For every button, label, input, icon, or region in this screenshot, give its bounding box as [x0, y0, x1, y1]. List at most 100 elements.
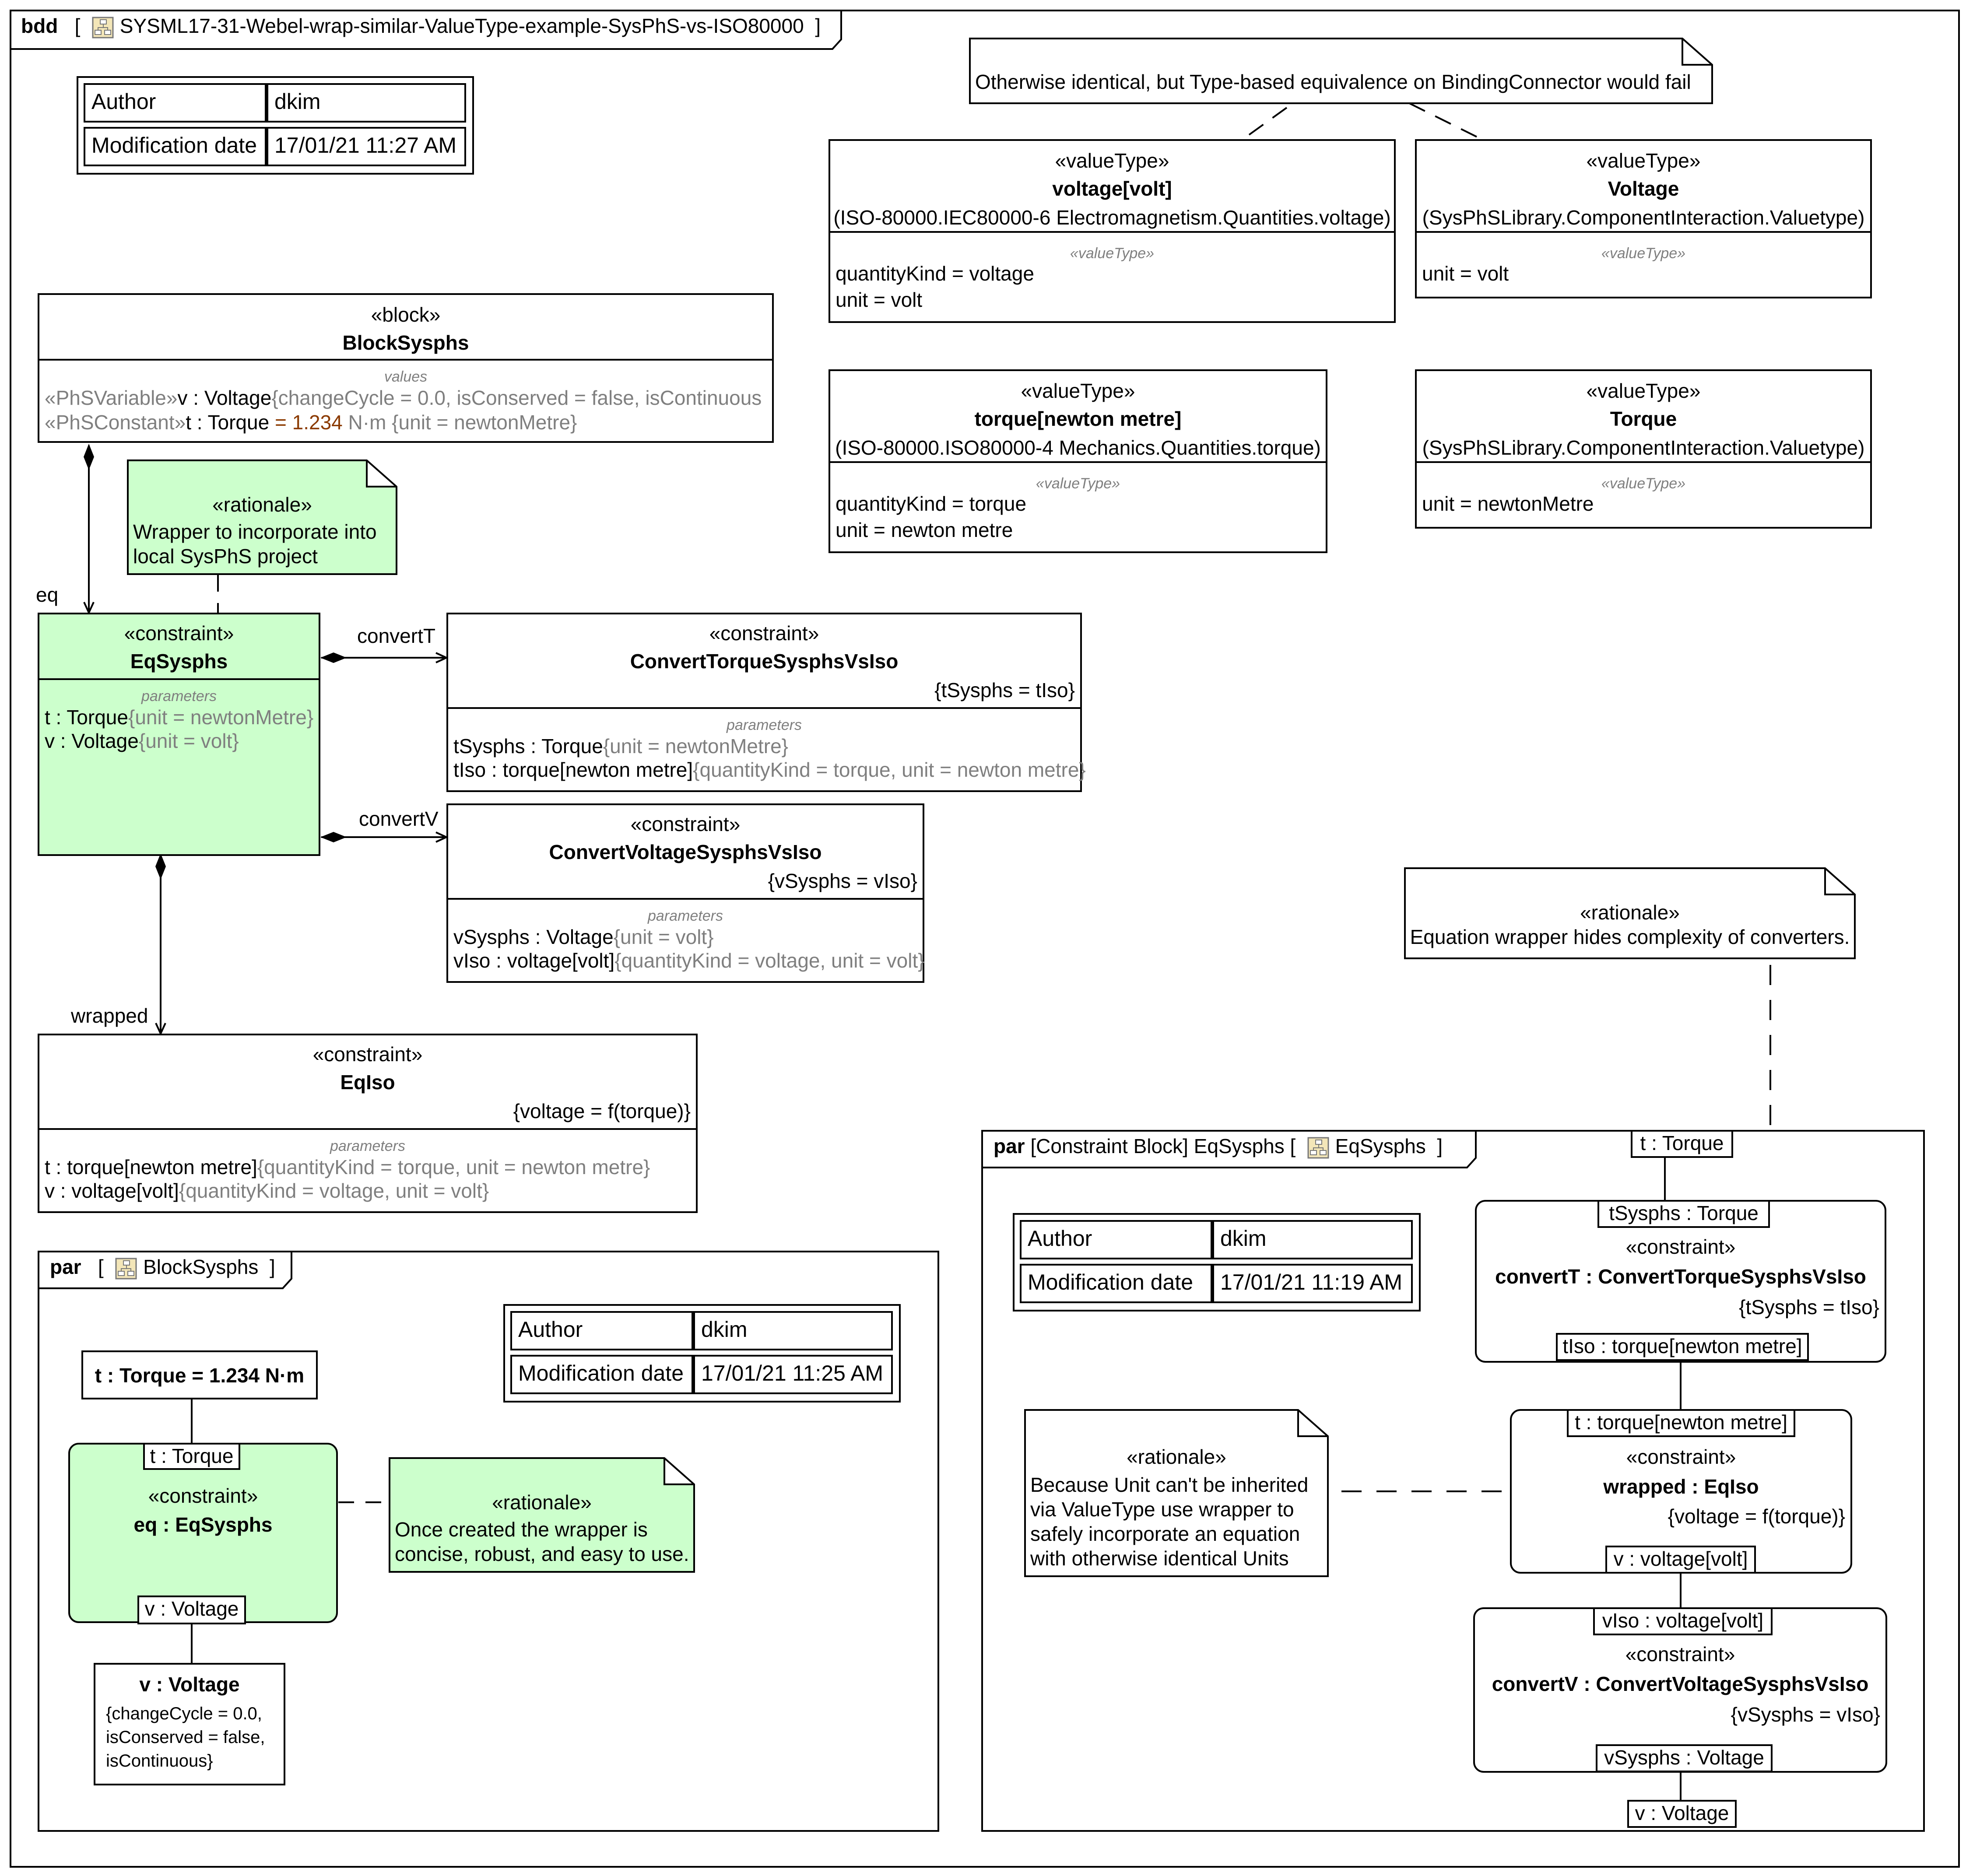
stereotype: «constraint» — [1626, 1445, 1736, 1468]
bdd-frame — [10, 10, 1960, 1868]
constraint-converttorque: «constraint» ConvertTorqueSysphsVsIso {t… — [446, 613, 1086, 792]
note-line-2: local SysPhS project — [133, 545, 318, 568]
constraint-property-eq: «constraint» eq : EqSysphs — [68, 1443, 338, 1623]
frame-kind: bdd — [21, 14, 58, 37]
role-eq: eq — [36, 583, 59, 606]
v-line-1: {changeCycle = 0.0, — [106, 1704, 262, 1723]
date-value: 17/01/21 11:27 AM — [267, 127, 466, 166]
valuetype-torque-sysphs: «valueType» Torque (SysPhSLibrary.Compon… — [1415, 369, 1872, 529]
p2-props: {quantityKind = voltage, unit = volt} — [614, 949, 925, 972]
note-stereotype: «rationale» — [1127, 1445, 1226, 1468]
separator — [39, 678, 319, 680]
type-name: Torque — [1610, 407, 1677, 430]
stereotype: «block» — [371, 303, 441, 326]
frame-bracket-close: ] — [809, 14, 821, 37]
par-name: EqSysphs — [1194, 1135, 1285, 1157]
t-stereotype: «PhSConstant» — [45, 411, 186, 434]
stereotype: «valueType» — [1055, 149, 1169, 172]
anchor-note-voltage-iso — [1242, 107, 1288, 140]
p2-name: tIso : torque[newton metre] — [453, 758, 693, 781]
constraint-eqiso: «constraint» EqIso {voltage = f(torque)}… — [38, 1034, 698, 1213]
separator — [1417, 231, 1870, 233]
author-label: Author — [1020, 1220, 1212, 1259]
note-rationale-wrapper: «rationale» Wrapper to incorporate into … — [127, 459, 397, 575]
author-table-par-eq: Author dkim Modification date 17/01/21 1… — [1013, 1213, 1421, 1311]
frame-bracket-open: [ — [63, 14, 86, 37]
port-eq-v: v : Voltage — [137, 1595, 246, 1624]
note-stereotype: «rationale» — [212, 493, 312, 516]
note-rationale-because: «rationale» Because Unit can't be inheri… — [1024, 1409, 1329, 1577]
compartment-label: «valueType» — [1036, 475, 1120, 492]
port-frame-t: t : Torque — [1631, 1130, 1733, 1158]
port-tiso: tIso : torque[newton metre] — [1556, 1333, 1809, 1361]
attr-unit: unit = newton metre — [836, 519, 1013, 541]
p2-props: {quantityKind = voltage, unit = volt} — [179, 1179, 489, 1202]
port-tsysphs: tSysphs : Torque — [1597, 1200, 1770, 1228]
stereotype: «constraint» — [709, 622, 819, 645]
note-rationale-once: «rationale» Once created the wrapper is … — [389, 1457, 695, 1573]
param-tiso: tIso : torque[newton metre]{quantityKind… — [453, 760, 1086, 780]
author-table-main: Author dkim Modification date 17/01/21 1… — [77, 76, 474, 175]
constraint-name: EqSysphs — [130, 650, 228, 673]
par-bracket-close: ] — [264, 1255, 275, 1278]
v-name: v : Voltage — [177, 386, 272, 409]
composition-diamond-wrapped — [155, 853, 166, 880]
composition-diamond-eq — [84, 444, 94, 470]
par-eqsysphs-frame — [981, 1130, 1925, 1832]
stereotype: «constraint» — [148, 1484, 258, 1507]
constraint-eqsysphs: «constraint» EqSysphs parameters t : Tor… — [38, 613, 320, 856]
constraint-expression: {vSysphs = vIso} — [1731, 1703, 1880, 1726]
composition-diamond-convertV — [320, 832, 347, 842]
note-shape — [969, 38, 1713, 104]
attr-unit: unit = volt — [836, 288, 923, 311]
stereotype: «valueType» — [1586, 149, 1701, 172]
par-kind: par — [994, 1135, 1025, 1157]
note-line-1: Equation wrapper hides complexity of con… — [1410, 926, 1850, 948]
par-qualifier: [Constraint Block] — [1030, 1135, 1188, 1157]
constraint-expression: {voltage = f(torque)} — [513, 1100, 691, 1122]
par-blocksysphs-frame — [38, 1251, 939, 1832]
port-frame-v: v : Voltage — [1627, 1800, 1737, 1828]
note-line-1: Wrapper to incorporate into — [133, 520, 377, 543]
date-label: Modification date — [510, 1355, 693, 1394]
type-name: Voltage — [1608, 177, 1679, 200]
valuetype-voltage-sysphs: «valueType» Voltage (SysPhSLibrary.Compo… — [1415, 139, 1872, 298]
t-props: {unit = newtonMetre} — [128, 706, 314, 729]
compartment-label: «valueType» — [1070, 245, 1155, 262]
par-blocksysphs-tab — [38, 1251, 292, 1289]
constraint-expression: {vSysphs = vIso} — [768, 870, 917, 892]
t-name: t : Torque — [186, 411, 270, 434]
attr-quantitykind: quantityKind = torque — [836, 492, 1027, 515]
v-name: v : Voltage — [45, 729, 139, 752]
stereotype: «constraint» — [312, 1043, 423, 1066]
param-t: t : torque[newton metre]{quantityKind = … — [45, 1157, 650, 1177]
author-table-par-block: Author dkim Modification date 17/01/21 1… — [503, 1304, 901, 1403]
type-qualifier: (SysPhSLibrary.ComponentInteraction.Valu… — [1422, 436, 1865, 459]
package-diagram-icon — [1307, 1137, 1329, 1159]
type-qualifier: (ISO-80000.IEC80000-6 Electromagnetism.Q… — [833, 206, 1391, 229]
note-text: Otherwise identical, but Type-based equi… — [975, 70, 1691, 93]
separator — [448, 898, 923, 900]
valuetype-voltage-iso: «valueType» voltage[volt] (ISO-80000.IEC… — [829, 139, 1396, 323]
param-viso: vIso : voltage[volt]{quantityKind = volt… — [453, 950, 925, 971]
par-name-2: EqSysphs — [1335, 1135, 1426, 1157]
author-label: Author — [510, 1311, 693, 1350]
p1-name: tSysphs : Torque — [453, 735, 603, 757]
t-name: t : Torque — [45, 706, 128, 729]
v-name: v : Voltage — [139, 1673, 240, 1696]
par-eqsysphs-tab — [981, 1130, 1477, 1168]
anchor-note-voltage-sysphs — [1409, 102, 1482, 140]
value-v: «PhSVariable»v : Voltage{changeCycle = 0… — [45, 388, 762, 408]
note-shape — [127, 459, 397, 575]
note-line-3: safely incorporate an equation — [1030, 1522, 1300, 1545]
v-stereotype: «PhSVariable» — [45, 386, 178, 409]
block-blocksysphs: «block» BlockSysphs values «PhSVariable»… — [38, 293, 774, 443]
constraint-name: EqIso — [340, 1071, 395, 1094]
date-value: 17/01/21 11:25 AM — [693, 1355, 893, 1394]
param-vsysphs: vSysphs : Voltage{unit = volt} — [453, 927, 714, 947]
t-eq: = — [269, 411, 292, 434]
valuetype-torque-iso: «valueType» torque[newton metre] (ISO-80… — [829, 369, 1327, 553]
constraint-expression: {voltage = f(torque)} — [1668, 1505, 1845, 1528]
frame-name: SYSML17-31-Webel-wrap-similar-ValueType-… — [119, 14, 804, 37]
note-shape — [1404, 867, 1856, 959]
